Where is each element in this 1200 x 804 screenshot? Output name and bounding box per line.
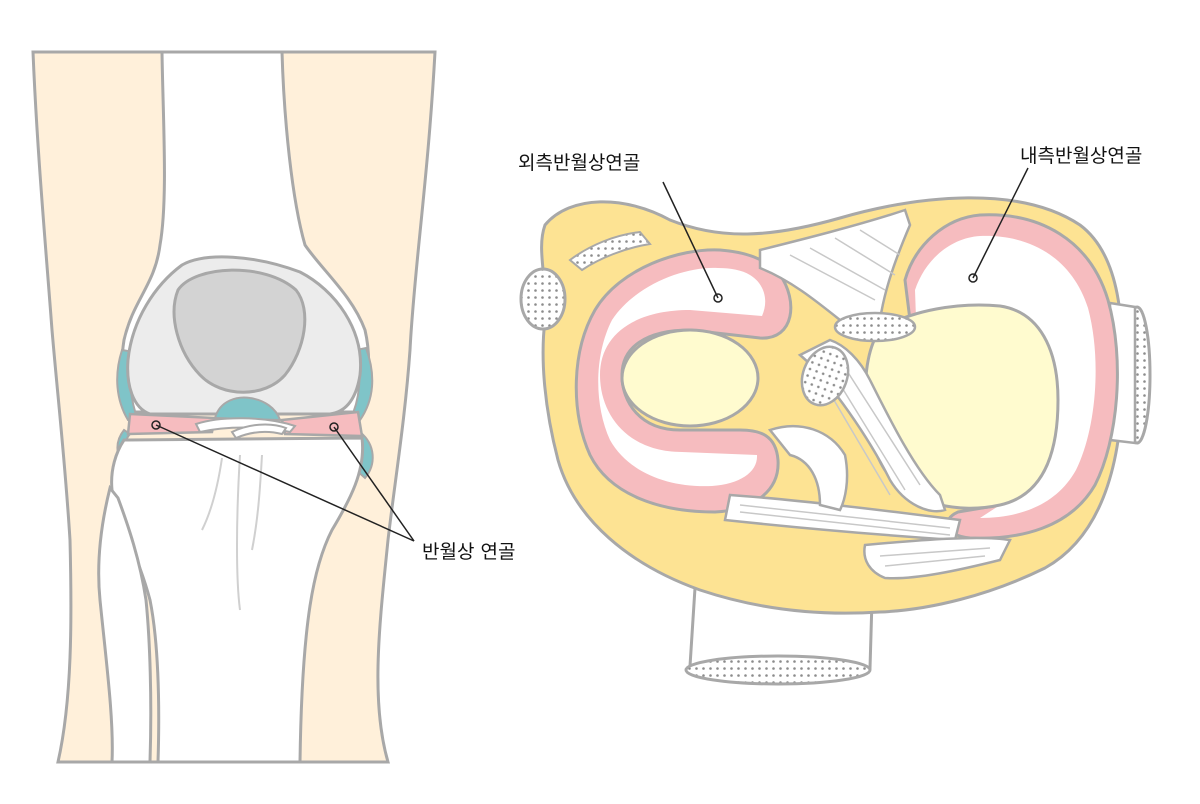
lower-ligament-band <box>863 536 1012 580</box>
lateral-meniscus-inner <box>598 267 766 487</box>
tibia-contour-3 <box>201 457 223 531</box>
top-view-tibial-plateau <box>519 167 1152 686</box>
leader-line-lateral-meniscus <box>662 181 719 299</box>
tibia-contour-1 <box>236 454 241 611</box>
marker-lateral-meniscus <box>713 293 723 303</box>
cruciate-ligament-back <box>230 423 288 440</box>
ligament-striations-lower <box>879 547 991 567</box>
patella <box>172 268 307 394</box>
ligament-cut-end-left <box>519 267 567 331</box>
label-meniscus: 반월상 연골 <box>422 541 516 563</box>
ligament-cut-end-center-left <box>800 345 850 407</box>
ligament-cut-end-center-top <box>833 311 917 343</box>
leader-line-left-meniscus <box>155 424 415 542</box>
lateral-articular-surface <box>620 328 760 428</box>
label-medial-meniscus: 내측반월상연골 <box>1020 145 1143 167</box>
fibula <box>97 484 153 764</box>
marker-right-meniscus <box>329 422 339 432</box>
ligament-striations-pcl <box>789 229 901 301</box>
label-lateral-meniscus: 외측반월상연골 <box>518 152 641 174</box>
tibia-stump-cross-section <box>684 654 872 686</box>
ligament-strip-top <box>568 230 652 272</box>
ligament-striations-transverse <box>739 504 951 536</box>
marker-left-meniscus <box>151 420 161 430</box>
meniscofemoral-ligament <box>767 425 849 512</box>
marker-medial-meniscus <box>968 273 978 283</box>
tibia-contour-2 <box>251 454 263 551</box>
meniscus-band-left <box>126 412 217 436</box>
leader-line-right-meniscus <box>333 426 415 542</box>
intercondylar-cartilage <box>213 396 282 422</box>
leader-line-medial-meniscus <box>972 167 1029 279</box>
posterior-cruciate-ligament <box>758 208 912 343</box>
front-view-knee <box>31 50 437 764</box>
